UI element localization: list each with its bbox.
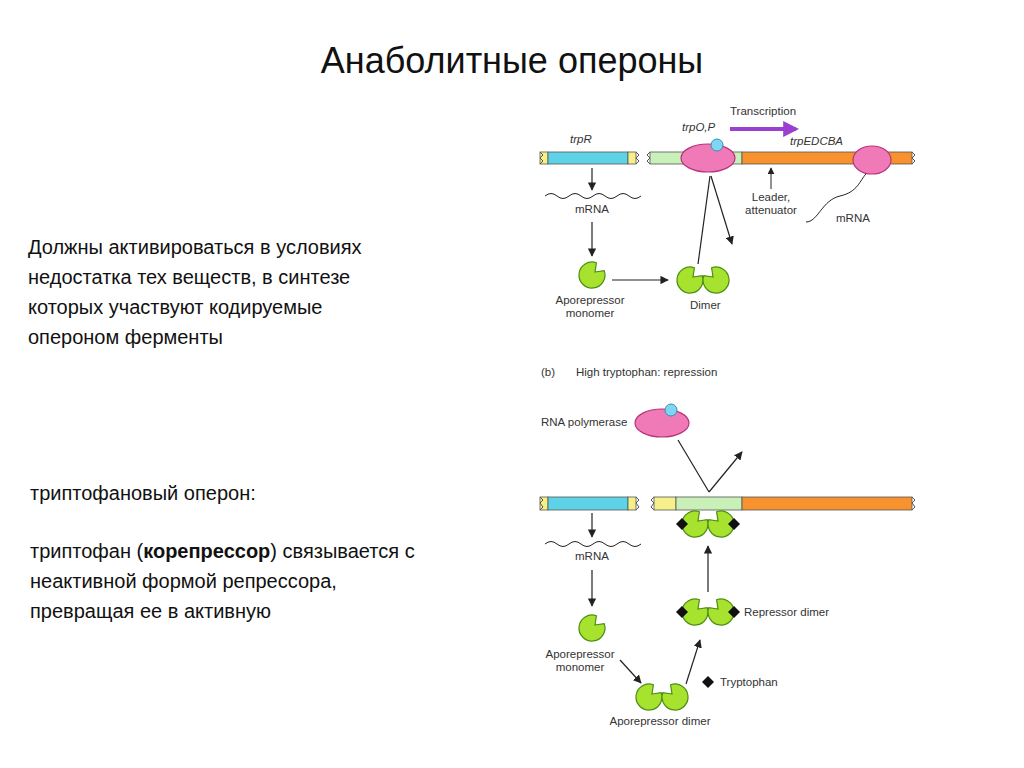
arrow bbox=[591, 222, 592, 256]
arrow bbox=[686, 640, 700, 684]
arrow-label: Transcription bbox=[730, 105, 796, 118]
section-label: триптофановый оперон: bbox=[30, 478, 256, 508]
gene-label: trpEDCBA bbox=[790, 135, 843, 148]
protein-label: Aporepressor dimer bbox=[595, 715, 725, 728]
panel-title: High tryptophan: repression bbox=[576, 366, 717, 379]
arrow bbox=[612, 279, 668, 280]
protein-label: Dimer bbox=[690, 299, 721, 312]
arrow bbox=[620, 660, 641, 683]
tryptophan-symbol bbox=[702, 676, 714, 688]
dna-strand bbox=[540, 497, 915, 510]
arrow bbox=[678, 440, 709, 492]
aporepressor-monomer bbox=[579, 615, 605, 641]
rna-polymerase bbox=[681, 139, 735, 172]
panel-label: (b) bbox=[541, 366, 555, 379]
arrow bbox=[711, 176, 732, 244]
rna-polymerase bbox=[635, 404, 689, 437]
arrow bbox=[709, 452, 742, 492]
protein-label: Aporepressor monomer bbox=[545, 294, 635, 320]
protein-label: RNA polymerase bbox=[541, 416, 627, 429]
mrna-label: mRNA bbox=[836, 212, 870, 225]
gene-label: trpR bbox=[570, 133, 592, 146]
molecule-label: Tryptophan bbox=[720, 676, 778, 689]
bold-term: корепрессор bbox=[143, 540, 270, 562]
text-run: триптофан ( bbox=[30, 540, 143, 562]
arrow bbox=[698, 176, 710, 264]
mrna-wave bbox=[545, 194, 641, 199]
protein-label: Repressor dimer bbox=[744, 606, 829, 619]
arrow bbox=[591, 570, 592, 606]
arrow bbox=[591, 513, 592, 537]
arrow bbox=[707, 546, 708, 592]
mrna-label: mRNA bbox=[575, 550, 609, 563]
leader-pointer bbox=[771, 168, 772, 189]
mrna-wave bbox=[545, 542, 641, 547]
aporepressor-dimer bbox=[636, 684, 688, 710]
gene-label: trpO,P bbox=[682, 121, 715, 134]
arrow bbox=[591, 168, 592, 190]
transcription-arrow bbox=[730, 127, 796, 131]
body-text: Должны активироваться в условиях недоста… bbox=[28, 232, 408, 352]
region-label: Leader, attenuator bbox=[735, 191, 807, 217]
body-text: триптофан (корепрессор) связывается с не… bbox=[30, 536, 440, 626]
repressor-dimer bbox=[676, 599, 740, 625]
bound-repressor bbox=[676, 511, 740, 537]
aporepressor-monomer bbox=[579, 262, 605, 288]
rna-polymerase bbox=[853, 146, 891, 174]
aporepressor-dimer bbox=[677, 267, 729, 293]
mrna-label: mRNA bbox=[575, 203, 609, 216]
protein-label: Aporepressor monomer bbox=[535, 648, 625, 674]
slide-title: Анаболитные опероны bbox=[0, 40, 1024, 82]
